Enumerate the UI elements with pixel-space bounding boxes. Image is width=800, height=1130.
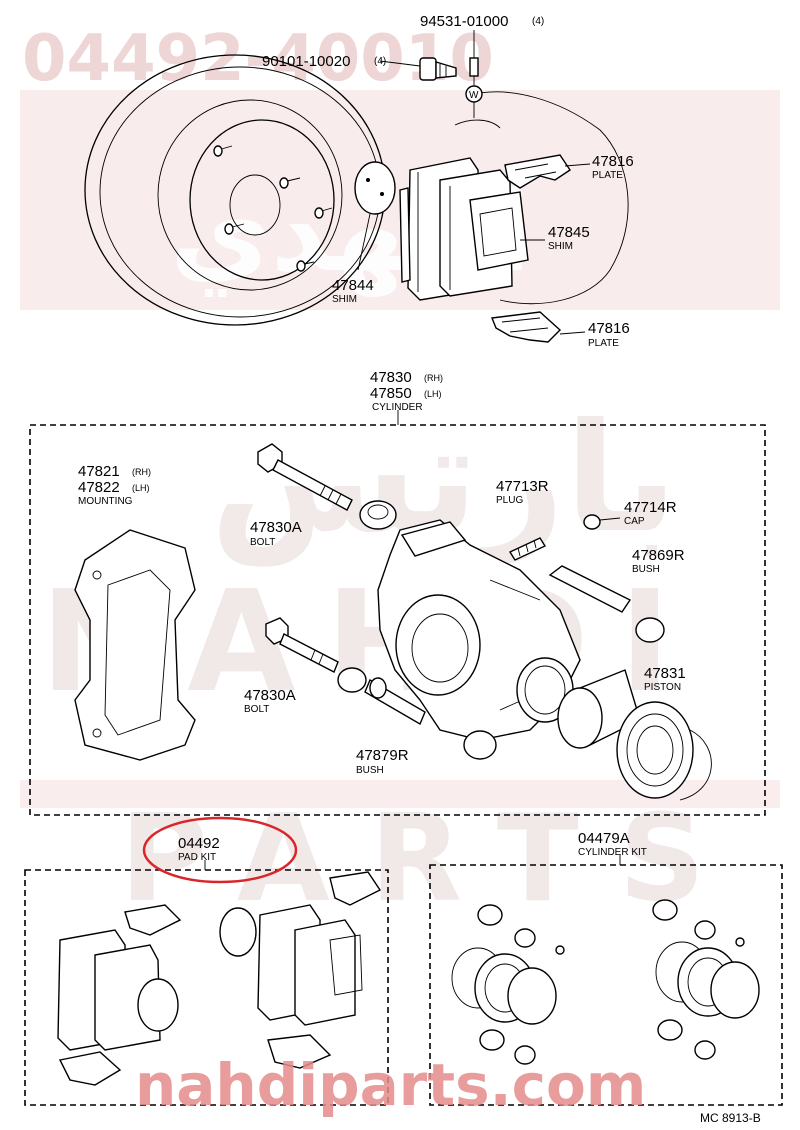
callout-number-2: 47850 xyxy=(370,385,412,402)
callout-bolt-90101[interactable]: 90101-10020 (4) xyxy=(262,53,386,70)
callout-number: 94531-01000 xyxy=(420,13,508,30)
callout-number: 47869R xyxy=(632,547,685,564)
dust-cover xyxy=(454,91,629,305)
callout-mounting[interactable]: 47821 (RH) 47822 (LH) MOUNTING xyxy=(78,463,151,507)
callout-pad-kit[interactable]: 04492 PAD KIT xyxy=(178,835,220,863)
mounting-bracket-part xyxy=(74,529,196,761)
callout-number: 47830A xyxy=(244,687,296,704)
callout-suffix-2: (LH) xyxy=(132,483,150,493)
callout-number: 47831 xyxy=(644,665,686,682)
callout-number: 90101-10020 xyxy=(262,53,350,70)
callout-suffix: (RH) xyxy=(424,373,443,383)
callout-label: BUSH xyxy=(356,765,384,776)
callout-number: 04492 xyxy=(178,835,220,852)
callout-plate-47816-a[interactable]: 47816 PLATE xyxy=(592,153,634,181)
callout-number: 47821 xyxy=(78,463,120,480)
watermark-latin-low: PARTS xyxy=(120,790,745,929)
callout-label: BUSH xyxy=(632,564,660,575)
callout-label: PLATE xyxy=(588,338,619,349)
piston-47831-part xyxy=(516,657,712,801)
bolt-47830a-lower-part xyxy=(265,617,339,673)
callout-suffix-2: (LH) xyxy=(424,389,442,399)
bush-47869r-part xyxy=(548,565,665,643)
brake-pads-top xyxy=(399,157,529,301)
callout-label: PLUG xyxy=(496,495,523,506)
watermark-part-number: 04492-40010 xyxy=(22,22,494,96)
callout-suffix: (RH) xyxy=(132,467,151,477)
callout-shim-47844[interactable]: 47844 SHIM xyxy=(332,277,374,305)
plug-47713r-part xyxy=(508,537,547,561)
bolt-90101-part xyxy=(379,57,457,81)
callout-bush-47879[interactable]: 47879R BUSH xyxy=(356,747,409,776)
callout-cap[interactable]: 47714R CAP xyxy=(624,499,677,527)
watermark-site: nahdiparts.com xyxy=(135,1051,646,1119)
callout-label: PLATE xyxy=(592,170,623,181)
pad-kit-contents xyxy=(57,871,382,1086)
callout-qty: (4) xyxy=(532,16,544,27)
callout-label: SHIM xyxy=(548,241,573,252)
callout-number: 47713R xyxy=(496,478,549,495)
plate-47816-lower-part xyxy=(491,311,586,343)
callout-qty: (4) xyxy=(374,56,386,67)
callout-number: 47714R xyxy=(624,499,677,516)
callout-label: PISTON xyxy=(644,682,681,693)
callout-number: 47830 xyxy=(370,369,412,386)
callout-label: CYLINDER xyxy=(372,402,423,413)
pad-kit-box xyxy=(24,869,389,1106)
callout-number: 47844 xyxy=(332,277,374,294)
callout-bolt-b[interactable]: 47830A BOLT xyxy=(244,687,296,715)
boot-upper-part xyxy=(359,500,397,530)
callout-piston[interactable]: 47831 PISTON xyxy=(644,665,686,693)
plate-47816-top-part xyxy=(504,154,591,189)
callout-number: 47816 xyxy=(588,320,630,337)
callout-label: PAD KIT xyxy=(178,852,216,863)
callout-plug[interactable]: 47713R PLUG xyxy=(496,478,549,506)
cylinder-group-box xyxy=(29,424,766,816)
callout-cylinder-kit[interactable]: 04479A CYLINDER KIT xyxy=(578,830,647,858)
diagram-ref: MC 8913-B xyxy=(700,1111,761,1125)
callout-number: 47845 xyxy=(548,224,590,241)
callout-number: 47879R xyxy=(356,747,409,764)
pad-kit-highlight xyxy=(142,816,298,884)
callout-number: 47816 xyxy=(592,153,634,170)
callout-label: MOUNTING xyxy=(78,496,133,507)
screw-94531-part: W xyxy=(465,30,483,118)
shim-47844-part xyxy=(354,161,396,271)
bolt-47830a-upper-part xyxy=(257,443,353,511)
callout-label: SHIM xyxy=(332,294,357,305)
callout-label: CYLINDER KIT xyxy=(578,847,647,858)
callout-bush-47869[interactable]: 47869R BUSH xyxy=(632,547,685,575)
callout-plate-47816-b[interactable]: 47816 PLATE xyxy=(588,320,630,349)
callout-label: CAP xyxy=(624,516,645,527)
bush-47879r-part xyxy=(337,667,497,760)
callout-number: 47830A xyxy=(250,519,302,536)
callout-cylinder[interactable]: 47830 (RH) 47850 (LH) CYLINDER xyxy=(370,369,443,413)
cap-47714r-part xyxy=(583,514,621,530)
callout-shim-47845[interactable]: 47845 SHIM xyxy=(548,224,590,252)
callout-label: BOLT xyxy=(250,537,275,548)
callout-number: 04479A xyxy=(578,830,630,847)
callout-bolt-a[interactable]: 47830A BOLT xyxy=(250,519,302,548)
callout-label: BOLT xyxy=(244,704,269,715)
washer-mark: W xyxy=(469,90,479,101)
callout-number-2: 47822 xyxy=(78,479,120,496)
callout-screw-94531[interactable]: 94531-01000 (4) xyxy=(420,13,544,30)
cylinder-kit-contents xyxy=(451,899,760,1065)
cylinder-kit-box xyxy=(429,864,783,1106)
